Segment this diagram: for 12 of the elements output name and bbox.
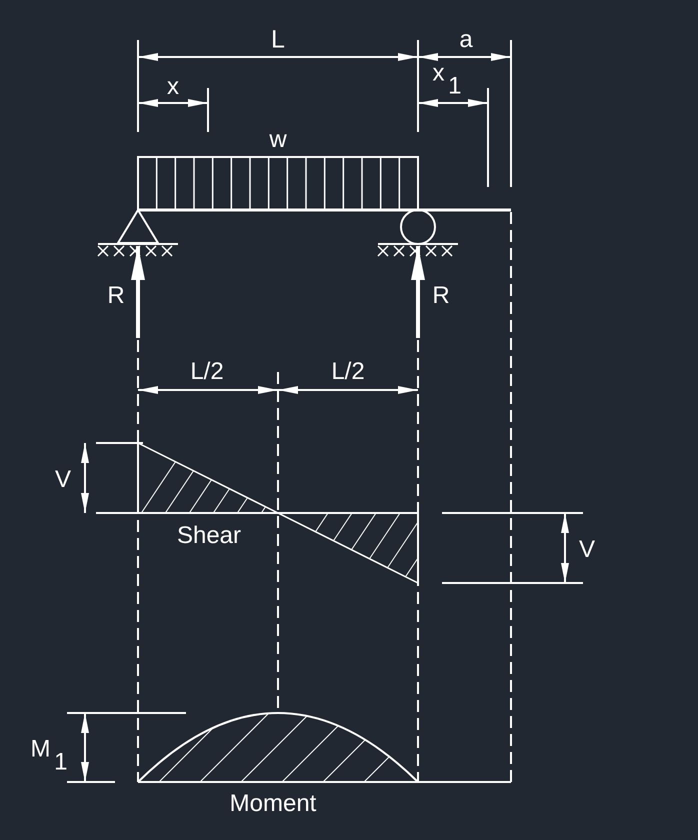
reaction-label: R	[107, 284, 125, 308]
dimension-label: L/2	[190, 360, 224, 384]
diagram-label: Shear	[176, 524, 242, 548]
dimension-label: x	[167, 75, 179, 99]
reaction-label: R	[432, 284, 450, 308]
dimension-label: L/2	[331, 360, 365, 384]
dimension-label: a	[459, 28, 473, 52]
dimension-label: V	[579, 538, 595, 562]
dimension-label: V	[55, 468, 71, 492]
diagram-label: Moment	[230, 792, 316, 816]
load-label: w	[269, 128, 287, 152]
dimension-label: L	[271, 28, 285, 52]
